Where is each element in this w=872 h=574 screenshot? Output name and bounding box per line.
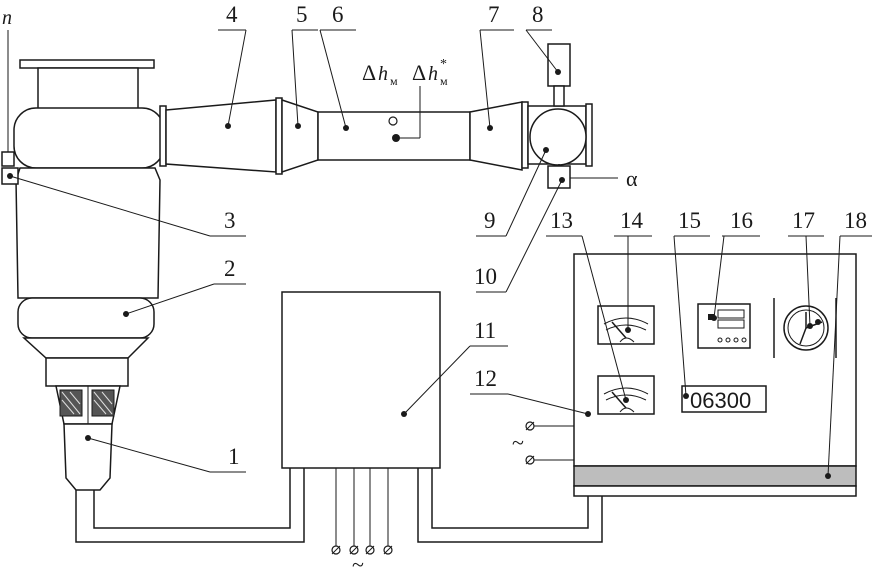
label-16: 16 <box>730 208 753 233</box>
diffuser-section <box>165 99 277 173</box>
duct-flange-1 <box>159 105 167 167</box>
label-11: 11 <box>474 318 496 343</box>
control-unit <box>281 291 441 469</box>
label-4: 4 <box>226 2 238 27</box>
actuator-rod <box>553 85 565 107</box>
label-n: n <box>2 7 12 29</box>
throttle-disc <box>529 108 587 166</box>
label-14: 14 <box>620 208 644 233</box>
label-delta-2: Δ <box>412 60 426 85</box>
meter-14 <box>597 305 655 345</box>
upper-housing <box>37 67 139 111</box>
speed-sensor-body <box>1 151 15 167</box>
vent-grille <box>59 389 115 417</box>
label-13: 13 <box>550 208 573 233</box>
top-flange <box>19 59 155 69</box>
label-8: 8 <box>532 2 544 27</box>
label-1: 1 <box>228 444 240 469</box>
duct-flange-4 <box>585 103 593 167</box>
label-alpha: α <box>626 166 638 191</box>
air-duct <box>159 43 593 189</box>
cables: ~ <box>75 468 603 574</box>
outlet-diffuser <box>469 101 523 171</box>
fan-unit <box>1 30 165 491</box>
counter-display: 06300 <box>690 388 751 413</box>
label-6: 6 <box>332 2 344 27</box>
label-sub-m-1: м <box>390 74 398 88</box>
label-9: 9 <box>484 208 496 233</box>
duct-flange-2 <box>275 97 283 175</box>
angle-sensor <box>547 165 571 189</box>
digital-controller <box>697 303 751 349</box>
throttle-actuator <box>547 43 571 87</box>
label-3: 3 <box>224 208 236 233</box>
label-sub-m-2: м <box>440 74 448 88</box>
lower-neck <box>45 357 129 387</box>
panel-base-strip <box>573 465 857 487</box>
label-7: 7 <box>488 2 500 27</box>
scroll-housing <box>13 107 165 169</box>
confuser-section <box>281 98 319 174</box>
instrument-panel: 06300 ~ <box>512 253 857 497</box>
panel-body <box>573 253 857 467</box>
label-15: 15 <box>678 208 701 233</box>
static-port <box>388 116 398 126</box>
panel-base <box>573 485 857 497</box>
label-delta-1: Δ <box>362 60 376 85</box>
mains-terminals-bottom <box>331 545 393 555</box>
lower-taper <box>22 337 150 359</box>
label-2: 2 <box>224 256 236 281</box>
body-casing <box>15 167 161 299</box>
counter-frame <box>681 385 767 413</box>
leaders <box>7 29 872 479</box>
labels: 1 2 3 4 5 6 7 8 9 10 11 12 13 14 15 16 1… <box>2 2 867 469</box>
nozzle <box>63 423 113 491</box>
label-17: 17 <box>792 208 815 233</box>
motor-band <box>17 297 155 339</box>
label-12: 12 <box>474 366 497 391</box>
label-18: 18 <box>844 208 867 233</box>
ac-symbol-bottom: ~ <box>352 552 364 574</box>
meter-13 <box>597 375 655 415</box>
ac-symbol-panel: ~ <box>512 430 524 455</box>
label-star: * <box>440 57 447 72</box>
label-5: 5 <box>296 2 308 27</box>
label-10: 10 <box>474 264 497 289</box>
label-h-2: h <box>428 63 438 85</box>
label-h-1: h <box>378 63 388 85</box>
duct-flange-3 <box>521 101 529 169</box>
